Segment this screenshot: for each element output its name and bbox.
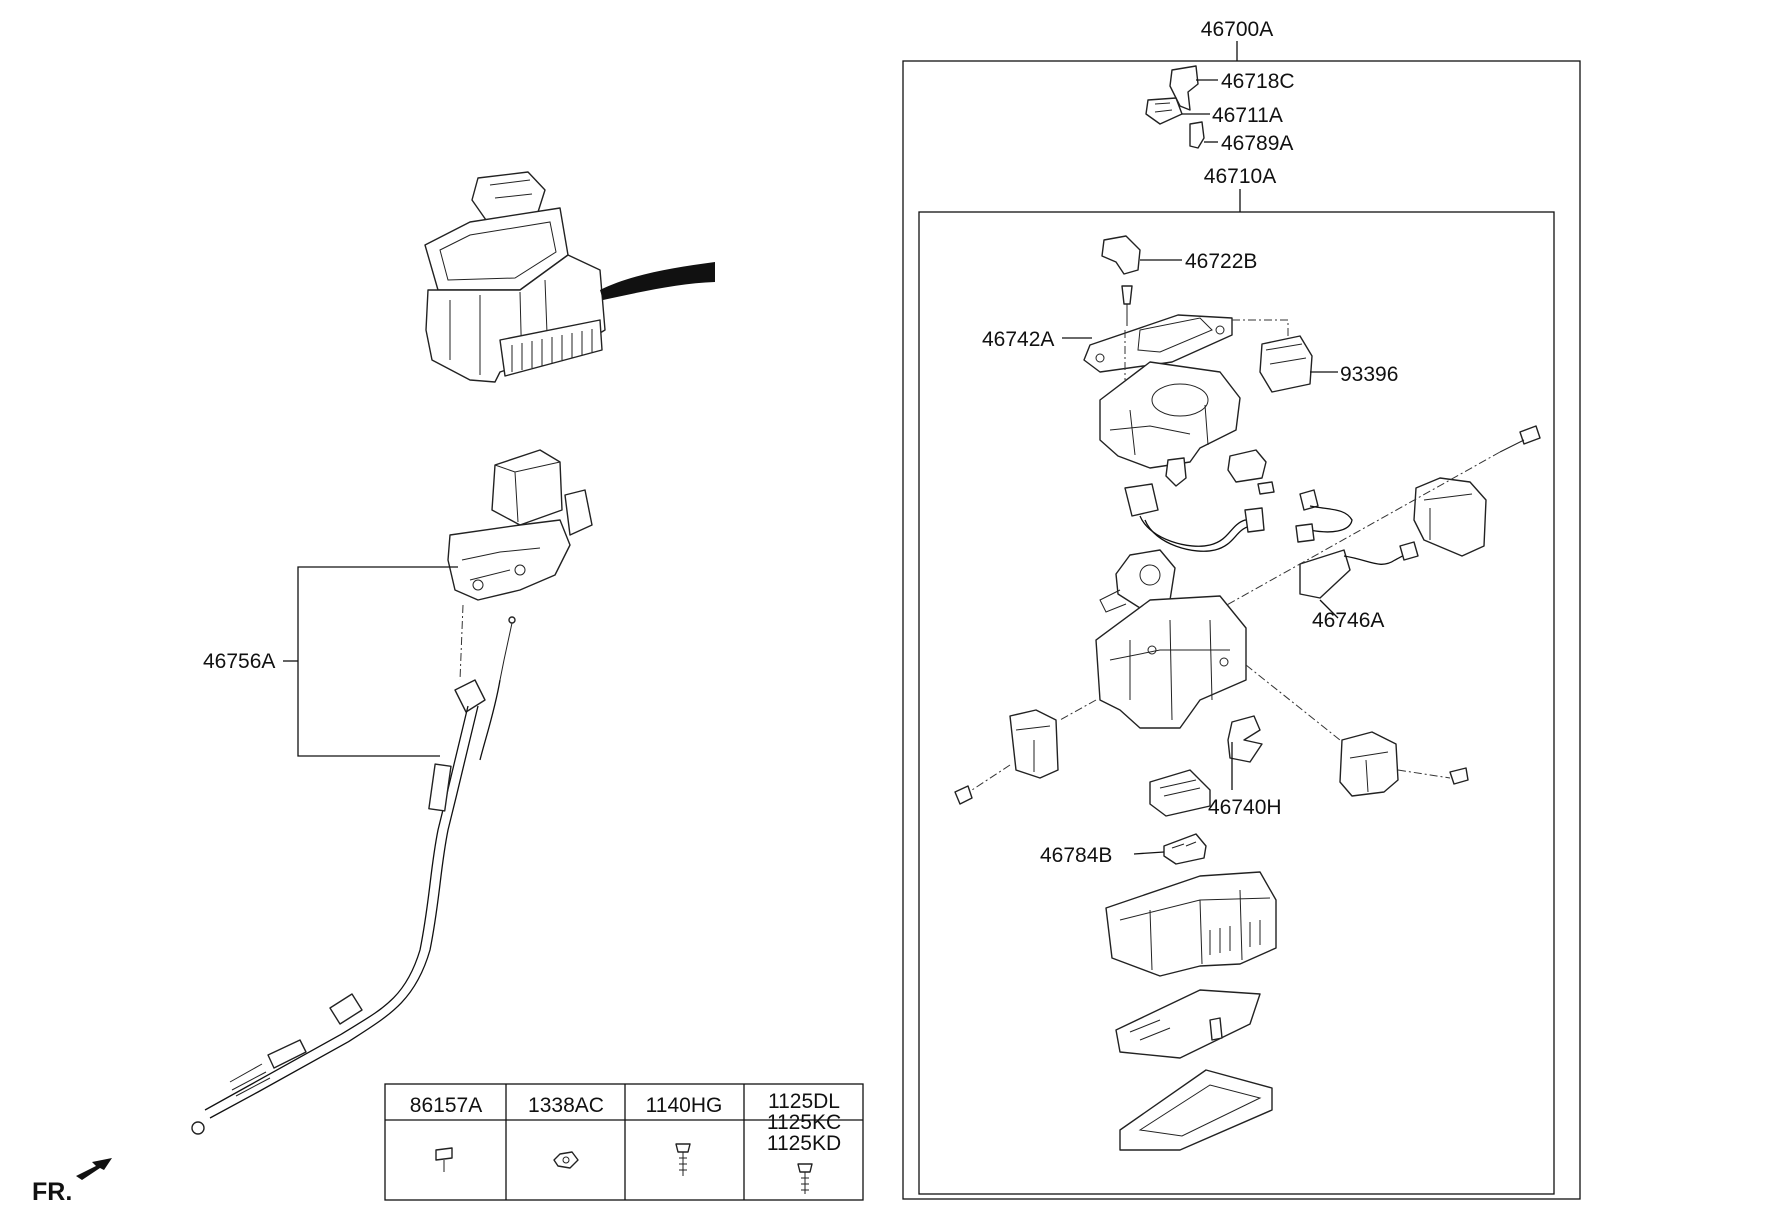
label-clip: 46789A bbox=[1221, 132, 1293, 155]
harness-connector-illustration bbox=[1299, 541, 1419, 599]
front-arrow-icon bbox=[76, 1158, 112, 1180]
parts-table-code-3c: 1125KD bbox=[767, 1132, 841, 1155]
parts-table-code-1: 1338AC bbox=[528, 1094, 604, 1117]
pcb-illustration bbox=[1115, 989, 1261, 1059]
label-cover: 46718C bbox=[1221, 70, 1295, 93]
label-knob: 46722B bbox=[1185, 250, 1257, 273]
bracket-46740h-illustration bbox=[1227, 715, 1263, 763]
bolt-top-right-illustration bbox=[1199, 425, 1541, 621]
label-key: 46784B bbox=[1040, 844, 1112, 867]
label-cable: 46756A bbox=[203, 650, 275, 673]
switch-block-lower-illustration bbox=[1149, 769, 1211, 817]
side-cover-right-illustration bbox=[1413, 477, 1487, 557]
clip-part-illustration bbox=[1189, 121, 1205, 149]
small-harness-illustration bbox=[1295, 489, 1353, 543]
front-label: FR. bbox=[32, 1178, 72, 1206]
motor-illustration bbox=[1099, 549, 1176, 613]
nut-icon bbox=[553, 1151, 579, 1169]
label-lever-assembly: 46710A bbox=[1204, 165, 1276, 188]
label-switch-block: 93396 bbox=[1340, 363, 1398, 386]
switch-block-illustration bbox=[1259, 335, 1313, 393]
side-cover-lower-right-illustration bbox=[1339, 731, 1469, 797]
base-housing-illustration bbox=[1059, 595, 1341, 741]
parts-table-code-0: 86157A bbox=[410, 1094, 482, 1117]
upper-housing-illustration bbox=[1099, 361, 1241, 487]
label-switch: 46711A bbox=[1212, 104, 1283, 127]
bottom-cover-illustration bbox=[1119, 1069, 1273, 1151]
switch-part-illustration bbox=[1145, 97, 1183, 125]
key-46784b-illustration bbox=[1163, 833, 1207, 865]
label-bracket: 46740H bbox=[1208, 796, 1282, 819]
parts-table-code-2: 1140HG bbox=[646, 1094, 723, 1117]
shifter-assembly-illustration bbox=[424, 171, 715, 383]
side-cover-left-illustration bbox=[954, 709, 1059, 805]
bracket-clip-illustration bbox=[1227, 449, 1275, 495]
label-harness: 46746A bbox=[1312, 609, 1384, 632]
screw-icon bbox=[675, 1143, 691, 1176]
label-main-assembly: 46700A bbox=[1201, 18, 1273, 41]
cable-assembly-illustration bbox=[191, 449, 593, 1135]
parts-table-code-3a: 1125DL bbox=[768, 1090, 840, 1113]
lever-assembly-frame bbox=[918, 189, 1555, 1195]
parts-table bbox=[384, 1083, 864, 1201]
parts-table-code-3b: 1125KC bbox=[767, 1111, 841, 1134]
bolt-icon bbox=[797, 1163, 813, 1194]
main-assembly-frame bbox=[902, 41, 1581, 1200]
knob-part-illustration bbox=[1101, 235, 1141, 275]
clip-icon bbox=[435, 1147, 453, 1172]
front-direction-indicator: FR. bbox=[32, 1158, 112, 1206]
wiring-harness-illustration bbox=[1124, 483, 1265, 552]
lower-base-unit-illustration bbox=[1105, 871, 1277, 977]
label-indicator: 46742A bbox=[982, 328, 1054, 351]
indicator-bezel-illustration bbox=[1083, 285, 1289, 380]
